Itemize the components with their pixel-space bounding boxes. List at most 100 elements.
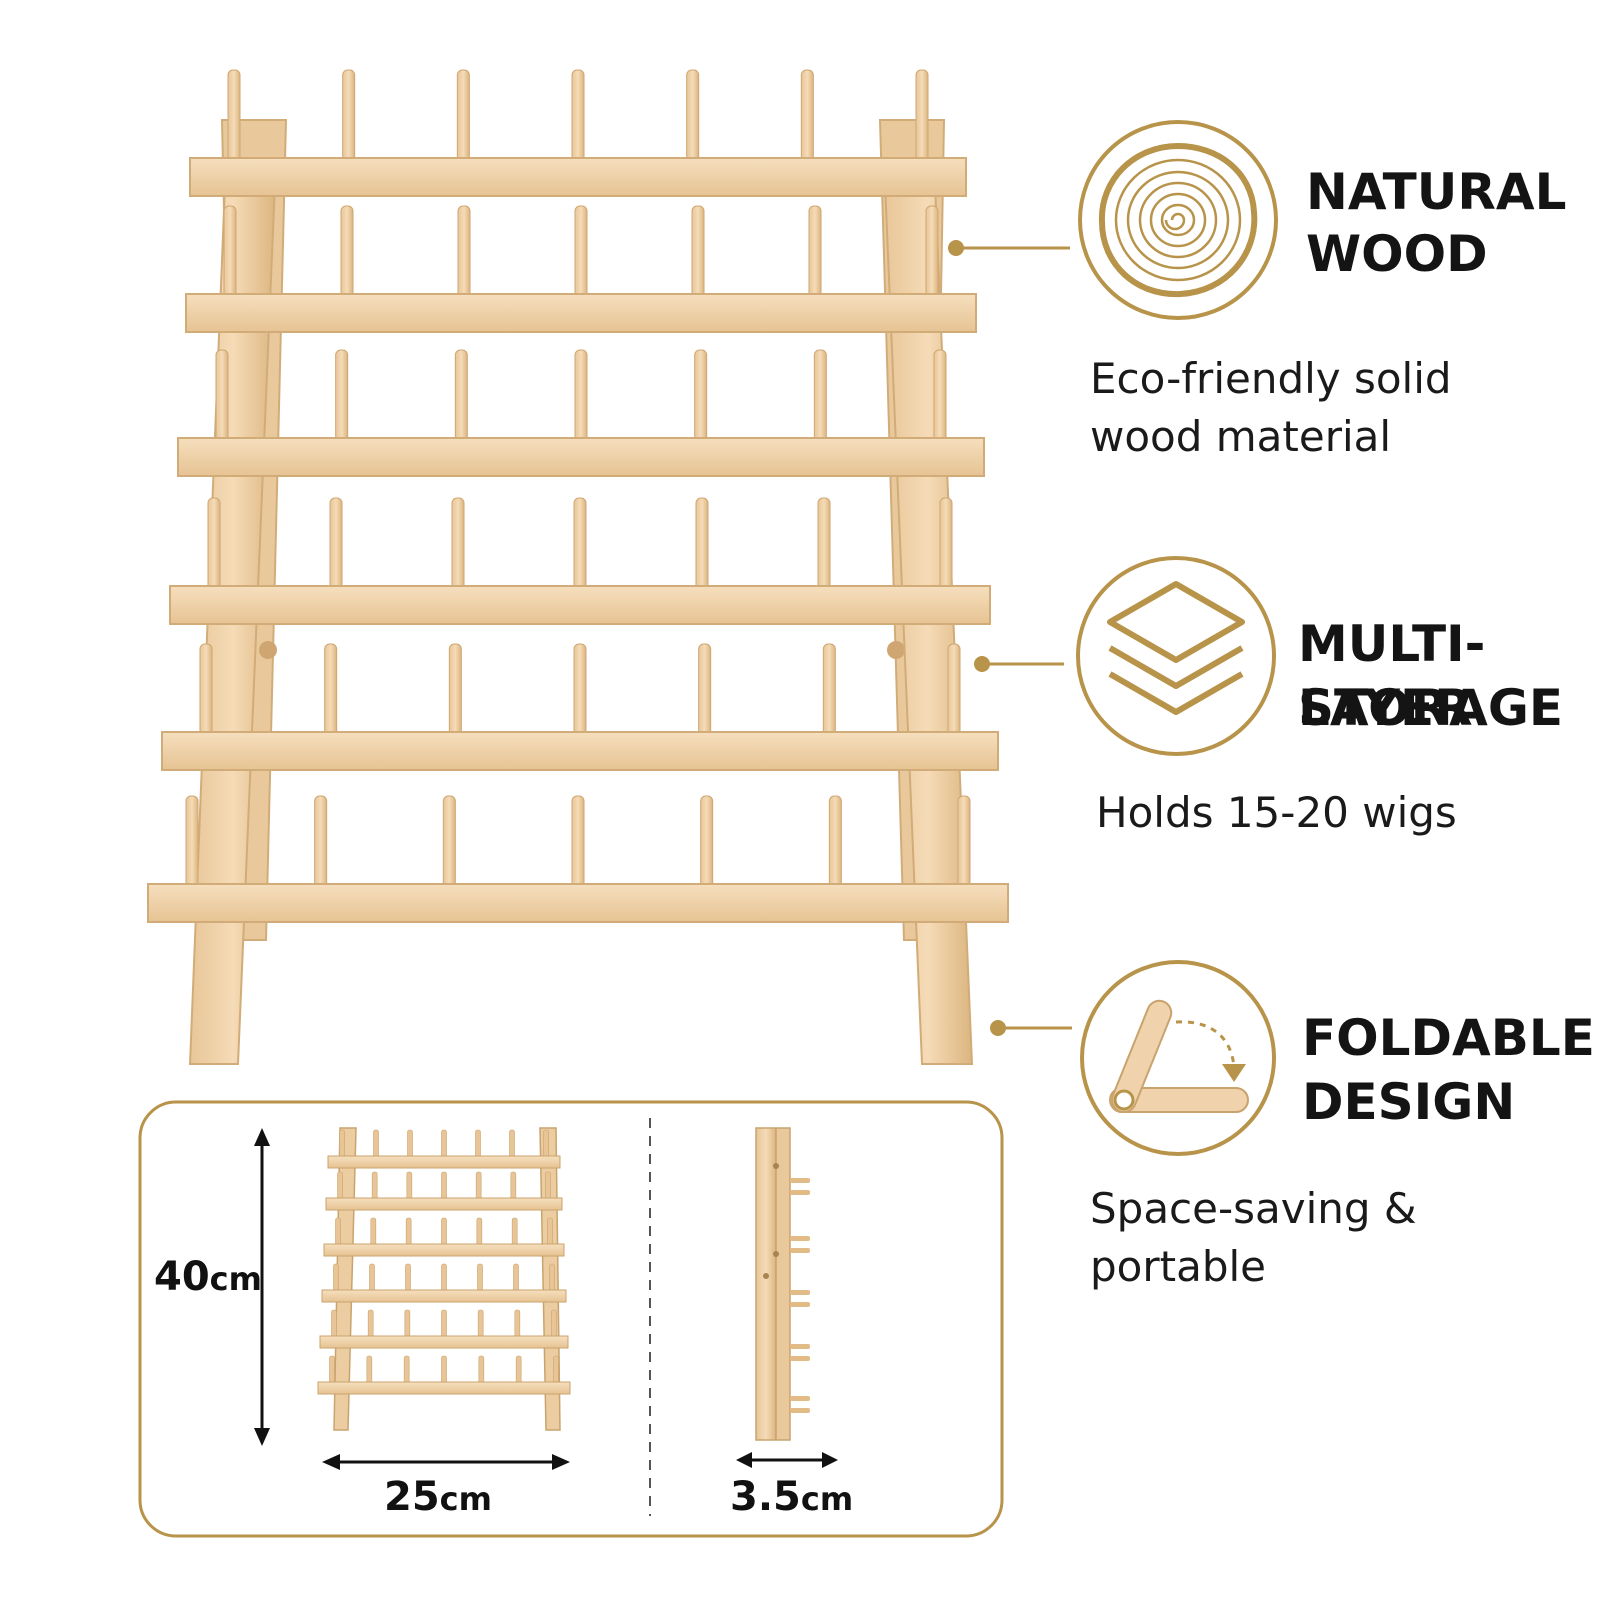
peg (448, 643, 462, 737)
mini-peg (509, 1129, 515, 1159)
dimension-depth-value: 3.5 (730, 1474, 801, 1520)
peg (957, 795, 971, 889)
dimension-panel (138, 1100, 1004, 1538)
mini-rack-folded-side (755, 1127, 810, 1441)
mini-peg (515, 1355, 522, 1385)
peg (223, 205, 237, 299)
peg (691, 205, 705, 299)
feature-desc-line2: wood material (1090, 412, 1392, 461)
shelf-2 (185, 205, 977, 333)
feature-title-line2: STORAGE (1298, 679, 1564, 737)
peg (335, 349, 349, 443)
mini-shelf (319, 1309, 569, 1349)
dimension-width-label: 25cm (384, 1474, 492, 1520)
peg (442, 795, 456, 889)
peg (573, 497, 587, 591)
dimension-depth-label: 3.5cm (730, 1474, 853, 1520)
mini-peg (475, 1129, 481, 1159)
mini-peg (551, 1309, 557, 1339)
shelf-board (161, 731, 999, 771)
mini-peg (441, 1355, 447, 1385)
peg (828, 795, 842, 889)
shelf-board (189, 157, 967, 197)
fold-icon (1080, 960, 1276, 1156)
feature-title-line2: WOOD (1306, 225, 1488, 283)
mini-peg (441, 1309, 447, 1339)
mini-shelf-board (323, 1243, 565, 1257)
mini-shelf (321, 1263, 567, 1303)
peg (698, 643, 712, 737)
side-peg (790, 1290, 810, 1295)
mini-peg (441, 1129, 447, 1159)
rack-shelves (147, 69, 1009, 923)
peg (813, 349, 827, 443)
mini-shelf-board (327, 1155, 561, 1169)
peg (185, 795, 199, 889)
mini-peg (549, 1263, 555, 1293)
mini-peg (405, 1263, 411, 1293)
feature-desc-line2: portable (1090, 1242, 1266, 1291)
mini-peg (478, 1355, 485, 1385)
shelf-4 (169, 497, 991, 625)
mini-shelf-board (325, 1197, 563, 1211)
mini-peg (403, 1355, 410, 1385)
side-peg (790, 1302, 810, 1307)
feature-title-line1: FOLDABLE (1302, 1009, 1595, 1067)
shelf-board (147, 883, 1009, 923)
dimension-width-unit: cm (439, 1480, 492, 1518)
mini-rack-front (317, 1127, 571, 1431)
mini-peg (406, 1171, 413, 1201)
peg (574, 205, 588, 299)
peg (199, 643, 213, 737)
feature-desc-line1: Space-saving & (1090, 1184, 1417, 1233)
peg (457, 205, 471, 299)
peg (571, 69, 585, 163)
side-peg (790, 1236, 810, 1241)
mini-shelf-board (321, 1289, 567, 1303)
side-peg (790, 1408, 810, 1413)
mini-peg (475, 1171, 482, 1201)
mini-peg (329, 1355, 335, 1385)
mini-shelf (327, 1129, 561, 1169)
mini-peg (477, 1263, 483, 1293)
mini-peg (441, 1217, 447, 1247)
mini-peg (510, 1171, 517, 1201)
mini-shelf-board (317, 1381, 571, 1395)
peg (695, 497, 709, 591)
peg (822, 643, 836, 737)
mini-peg (337, 1171, 343, 1201)
shelf-1 (189, 69, 967, 197)
side-peg (790, 1396, 810, 1401)
wood-rings-icon (1078, 120, 1278, 320)
feature-title-line1: NATURAL (1306, 163, 1567, 221)
side-peg (790, 1190, 810, 1195)
side-peg (790, 1178, 810, 1183)
mini-peg (511, 1217, 518, 1247)
shelf-board (177, 437, 985, 477)
mini-peg (441, 1171, 447, 1201)
mini-peg (369, 1263, 375, 1293)
dimension-height-label: 40cm (154, 1254, 262, 1300)
side-peg (790, 1344, 810, 1349)
peg (947, 643, 961, 737)
mini-peg (514, 1309, 521, 1339)
peg (800, 69, 814, 163)
mini-peg (373, 1129, 379, 1159)
mini-peg (331, 1309, 337, 1339)
mini-peg (476, 1217, 483, 1247)
peg (915, 69, 929, 163)
side-peg (790, 1248, 810, 1253)
peg (207, 497, 221, 591)
mini-shelf (323, 1217, 565, 1257)
peg (456, 69, 470, 163)
peg (700, 795, 714, 889)
peg (314, 795, 328, 889)
peg (933, 349, 947, 443)
layers-icon (1076, 556, 1276, 756)
dimension-width-value: 25 (384, 1474, 440, 1520)
peg (573, 643, 587, 737)
mini-peg (407, 1129, 413, 1159)
peg (925, 205, 939, 299)
dimension-height-value: 40 (154, 1254, 210, 1300)
mini-peg (370, 1217, 377, 1247)
